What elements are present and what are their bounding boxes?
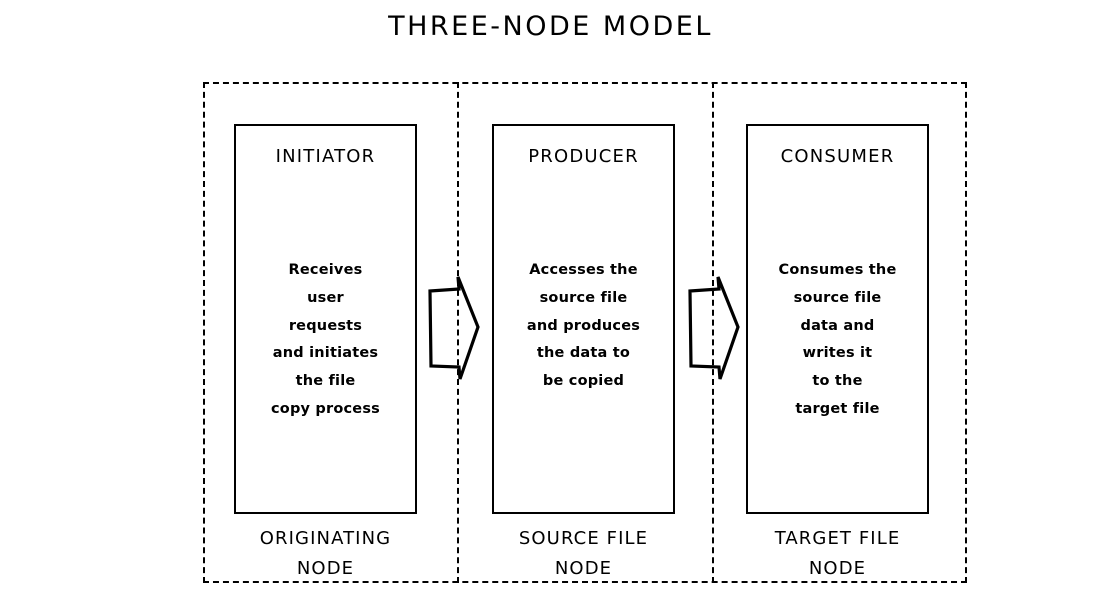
node-box-producer: PRODUCER Accesses the source file and pr… (492, 124, 675, 514)
description-line: and initiates (272, 345, 379, 362)
node-role-initiator: INITIATOR (275, 146, 376, 167)
description-line: source file (539, 289, 628, 306)
node-caption-target-file: TARGET FILE NODE (746, 524, 929, 584)
caption-line: SOURCE FILE (518, 528, 649, 549)
system-boundary (203, 82, 967, 583)
caption-line: NODE (296, 558, 355, 579)
caption-line: ORIGINATING (259, 528, 392, 549)
node-caption-source-file: SOURCE FILE NODE (492, 524, 675, 584)
node-description-consumer: Consumes the source file data and writes… (748, 257, 927, 424)
description-line: source file (793, 289, 882, 306)
description-line: the data to (536, 345, 631, 362)
node-caption-originating: ORIGINATING NODE (234, 524, 417, 584)
description-line: user (307, 289, 344, 306)
description-line: Receives (288, 262, 363, 278)
description-line: requests (288, 317, 363, 334)
description-line: Accesses the (529, 262, 638, 278)
caption-line: NODE (808, 558, 867, 579)
description-line: copy process (270, 400, 381, 417)
caption-line: TARGET FILE (774, 528, 901, 549)
page-title: THREE-NODE MODEL (388, 11, 713, 42)
producer-to-consumer-arrow (688, 274, 740, 382)
node-description-initiator: Receives user requests and initiates the… (236, 257, 415, 424)
description-line: target file (795, 400, 880, 417)
node-description-producer: Accesses the source file and produces th… (494, 257, 673, 396)
node-role-consumer: CONSUMER (780, 146, 895, 167)
description-line: be copied (542, 373, 625, 390)
node-box-consumer: CONSUMER Consumes the source file data a… (746, 124, 929, 514)
caption-line: NODE (554, 558, 613, 579)
node-divider-2 (712, 82, 714, 583)
node-role-producer: PRODUCER (528, 146, 639, 167)
description-line: and produces (526, 317, 641, 334)
description-line: writes it (802, 345, 873, 362)
node-box-initiator: INITIATOR Receives user requests and ini… (234, 124, 417, 514)
description-line: the file (295, 373, 356, 390)
description-line: to the (812, 373, 863, 390)
initiator-to-producer-arrow (428, 274, 480, 382)
description-line: data and (800, 317, 875, 334)
description-line: Consumes the (778, 262, 897, 278)
node-divider-1 (457, 82, 459, 583)
